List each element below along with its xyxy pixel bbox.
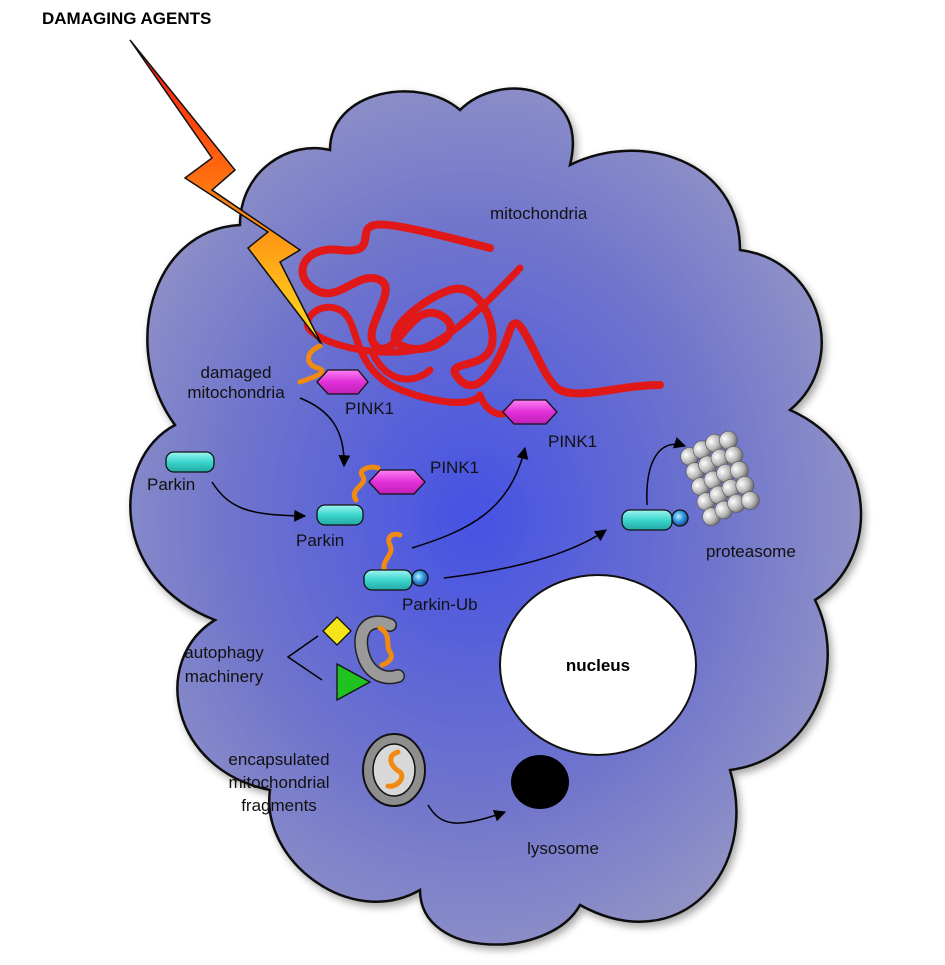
pink1-label-c: PINK1 [430,458,479,477]
arrow-damaged-to-complex [299,397,351,468]
damaged-fragment [297,343,325,385]
pink1-released [502,399,558,425]
encapsulated-label-line2: mitochondrial [228,773,329,792]
pink1-label-a: PINK1 [345,399,394,418]
arrow-to-proteasome [646,437,687,506]
parkin-free [165,451,215,473]
arrow-to-pink1-released [411,446,529,549]
mitochondria-label: mitochondria [490,204,588,223]
phagophore-fragment [377,625,394,668]
ubiquitin-icon-target [671,509,689,527]
damaging-agents-title: DAMAGING AGENTS [42,9,211,28]
autophagy-label-line2: machinery [185,667,264,686]
autophagy-triangle-icon [336,662,372,702]
autophagy-bracket [286,635,323,681]
cell-membrane [129,87,863,946]
encapsulated-label-line3: fragments [241,796,317,815]
parkin-ub-target [621,509,673,531]
proteasome-label: proteasome [706,542,796,561]
nucleus-label: nucleus [566,656,630,675]
pink1-complex [368,469,426,495]
phagophore-inner [355,617,404,683]
arrow-to-proteasome-parkin [443,529,607,579]
arrow-parkin-to-complex [211,481,307,522]
damaged-label-line1: damaged [201,363,272,382]
encapsulated-fragment [385,749,405,789]
complex-fragment [351,464,381,503]
proteasome-icon [680,430,760,526]
parkin-ub-fragment [381,531,403,575]
parkin-ub [363,569,413,591]
ubiquitin-icon [411,569,429,587]
parkin-bound-label: Parkin [296,531,344,550]
encapsulated-label-line1: encapsulated [228,750,329,769]
lysosome [511,755,569,809]
autophagy-label-line1: autophagy [184,643,264,662]
parkin-ub-label: Parkin-Ub [402,595,478,614]
damaged-label-line2: mitochondria [187,383,285,402]
nucleus [499,574,697,756]
lysosome-label: lysosome [527,839,599,858]
mitochondria-strand-2 [303,264,524,406]
autophagy-diamond-icon [322,616,352,646]
pink1-label-b: PINK1 [548,432,597,451]
arrow-to-lysosome [427,804,507,824]
parkin-bound [316,504,364,526]
pink1-damaged [316,369,369,395]
parkin-free-label: Parkin [147,475,195,494]
